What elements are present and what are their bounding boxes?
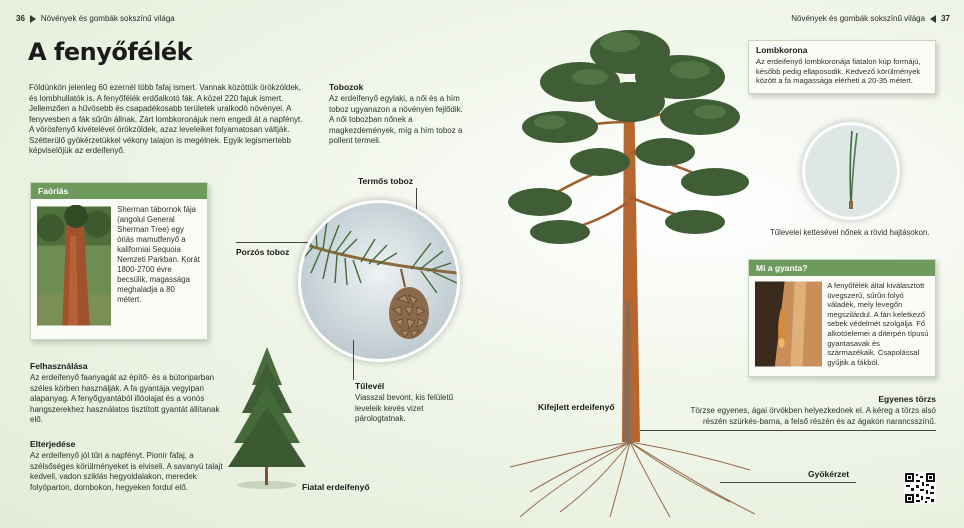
- tobozok-section: Tobozok Az erdeifenyő egylaki, a női és …: [329, 82, 463, 147]
- gyanta-box: Mi a gyanta? A fenyőfélék által kiválasz…: [748, 259, 936, 377]
- qr-code-icon[interactable]: [904, 472, 936, 504]
- faorias-box: Faóriás Sherman tábornok fája (angolul G…: [30, 182, 208, 340]
- porzos-toboz-pointer: [236, 242, 328, 243]
- running-title-right: Növények és gombák sokszínű világa: [791, 14, 926, 23]
- pine-branch-cone-illustration: [301, 203, 457, 359]
- felhasznalasa-title: Felhasználása: [30, 361, 88, 371]
- header-left: 36 Növények és gombák sokszínű világa: [16, 14, 175, 23]
- header-right: Növények és gombák sokszínű világa 37: [791, 14, 950, 23]
- torzs-section: Egyenes törzs Törzse egyenes, ágai örvök…: [690, 394, 936, 427]
- lombkorona-text: Az erdeifenyő lombkoronája fiatalon kúp …: [756, 57, 921, 86]
- cone-closeup-circle: [298, 200, 460, 362]
- running-title-left: Növények és gombák sokszínű világa: [40, 14, 175, 23]
- porzos-toboz-label: Porzós toboz: [236, 247, 290, 257]
- tobozok-text: Az erdeifenyő egylaki, a női és a hím to…: [329, 94, 463, 145]
- faorias-text: Sherman tábornok fája (angolul General S…: [117, 205, 200, 304]
- intro-paragraph: Földünkön jelenleg 60 ezernél több fafaj…: [29, 83, 303, 155]
- lombkorona-title: Lombkorona: [756, 45, 808, 55]
- lombkorona-box: Lombkorona Az erdeifenyő lombkoronája fi…: [748, 40, 936, 94]
- mature-pine-illustration: [508, 30, 756, 518]
- young-pine-illustration: [228, 347, 306, 489]
- tulevel-pointer: [353, 340, 354, 380]
- faorias-title: Faóriás: [31, 183, 207, 199]
- torzs-pointer: [640, 430, 936, 431]
- fiatal-label: Fiatal erdeifenyő: [302, 482, 370, 492]
- elterjedese-title: Elterjedése: [30, 439, 76, 449]
- triangle-left-icon: [930, 14, 937, 23]
- elterjedese-text: Az erdeifenyő jól tűri a napfényt. Pioní…: [30, 451, 223, 492]
- gyokerzet-pointer: [720, 482, 856, 483]
- torzs-title: Egyenes törzs: [878, 394, 936, 404]
- tulevel-title: Tűlevél: [355, 381, 385, 391]
- tobozok-title: Tobozok: [329, 82, 364, 92]
- triangle-right-icon: [29, 14, 36, 23]
- resin-photo: [755, 281, 823, 367]
- sequoia-photo: [37, 205, 112, 326]
- gyokerzet-label: Gyökérzet: [808, 469, 850, 479]
- needle-caption: Tűlevelei kettesével nőnek a rövid hajtá…: [770, 228, 930, 237]
- needle-closeup-circle: [802, 122, 900, 220]
- elterjedese-section: Elterjedése Az erdeifenyő jól tűri a nap…: [30, 439, 226, 493]
- page-number-left: 36: [16, 14, 25, 23]
- felhasznalasa-section: Felhasználása Az erdeifenyő faanyagát az…: [30, 361, 224, 426]
- termos-toboz-label: Termős toboz: [358, 176, 414, 186]
- torzs-text: Törzse egyenes, ágai örvökben helyezkedn…: [690, 406, 936, 426]
- tulevel-text: Viasszal bevont, kis felületű leveleik k…: [355, 393, 454, 423]
- gyanta-title: Mi a gyanta?: [749, 260, 935, 276]
- page-number-right: 37: [941, 14, 950, 23]
- needle-pair-illustration: [849, 130, 858, 209]
- gyanta-text: A fenyőfélék által kiválasztott üvegszer…: [827, 281, 929, 367]
- tulevel-section: Tűlevél Viasszal bevont, kis felületű le…: [355, 381, 455, 425]
- kifejlett-label: Kifejlett erdeifenyő: [538, 402, 615, 412]
- page-title: A fenyőfélék: [28, 38, 193, 66]
- felhasznalasa-text: Az erdeifenyő faanyagát az építő- és a b…: [30, 373, 220, 424]
